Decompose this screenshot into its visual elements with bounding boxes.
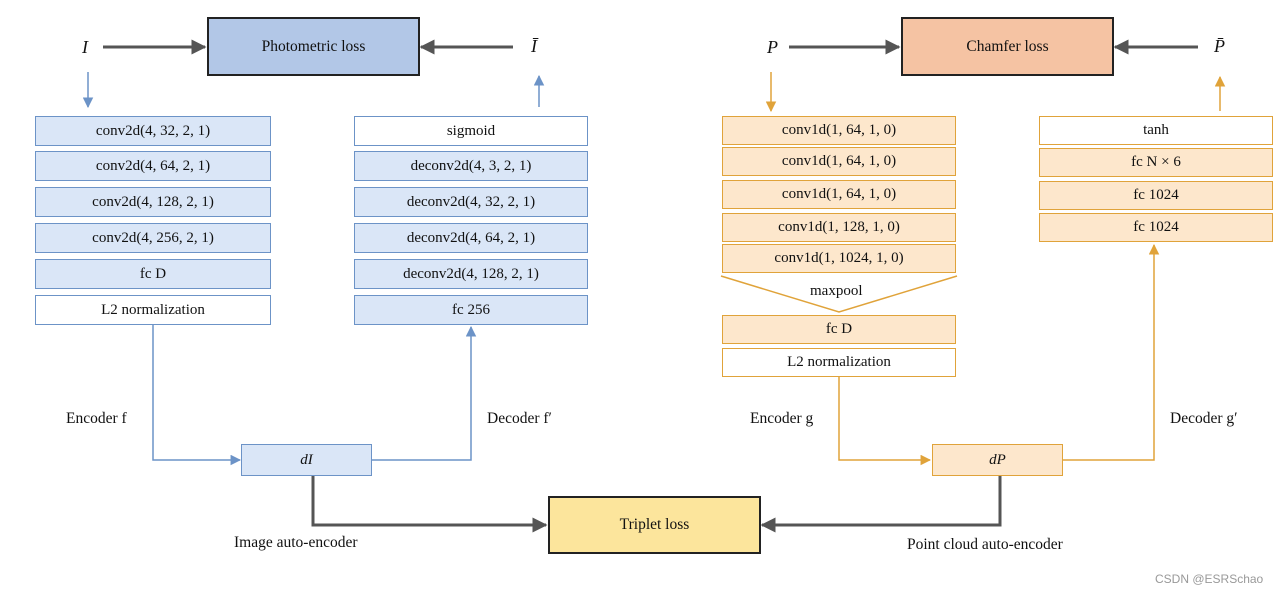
decoder-f-label: Decoder f′ <box>487 410 552 427</box>
encoder-f-layer-4: conv2d(4, 256, 2, 1) <box>35 223 271 253</box>
encoder-f-label: Encoder f <box>66 410 127 427</box>
wire-encoder-f-to-di <box>152 324 242 466</box>
encoder-g-layer-5: conv1d(1, 1024, 1, 0) <box>722 244 956 273</box>
decoder-f-layer-5: deconv2d(4, 128, 2, 1) <box>354 259 588 289</box>
decoder-g-label: Decoder g′ <box>1170 410 1238 427</box>
decoder-f-layer-6: fc 256 <box>354 295 588 325</box>
descriptor-di-box: dI <box>241 444 372 476</box>
encoder-f-layer-6: L2 normalization <box>35 295 271 325</box>
decoder-f-layer-2: deconv2d(4, 3, 2, 1) <box>354 151 588 181</box>
decoder-f-layer-4: deconv2d(4, 64, 2, 1) <box>354 223 588 253</box>
maxpool-funnel <box>720 275 958 313</box>
encoder-g-layer-3: conv1d(1, 64, 1, 0) <box>722 180 956 209</box>
encoder-f-layer-2: conv2d(4, 64, 2, 1) <box>35 151 271 181</box>
triplet-loss-box: Triplet loss <box>548 496 761 554</box>
pointcloud-input-symbol: P <box>767 37 778 57</box>
encoder-f-layer-5: fc D <box>35 259 271 289</box>
encoder-f-layer-1: conv2d(4, 32, 2, 1) <box>35 116 271 146</box>
decoder-f-layer-3: deconv2d(4, 32, 2, 1) <box>354 187 588 217</box>
pointcloud-autoencoder-label: Point cloud auto-encoder <box>907 536 1063 553</box>
descriptor-dp-box: dP <box>932 444 1063 476</box>
encoder-g-label: Encoder g <box>750 410 814 427</box>
encoder-g-l2-normalization: L2 normalization <box>722 348 956 377</box>
encoder-f-layer-3: conv2d(4, 128, 2, 1) <box>35 187 271 217</box>
decoder-g-layer-1: tanh <box>1039 116 1273 145</box>
decoder-f-layer-1: sigmoid <box>354 116 588 146</box>
encoder-g-layer-4: conv1d(1, 128, 1, 0) <box>722 213 956 242</box>
image-autoencoder-label: Image auto-encoder <box>234 534 358 551</box>
pointcloud-output-symbol: P̄ <box>1214 36 1225 56</box>
encoder-g-layer-1: conv1d(1, 64, 1, 0) <box>722 116 956 145</box>
wire-di-to-triplet <box>311 476 548 533</box>
decoder-g-layer-4: fc 1024 <box>1039 213 1273 242</box>
wire-dp-to-decoder-g <box>1063 243 1160 461</box>
wire-dp-to-triplet <box>760 476 1002 533</box>
chamfer-loss-box: Chamfer loss <box>901 17 1114 76</box>
wire-encoder-g-to-dp <box>838 377 932 466</box>
wire-di-to-decoder-f <box>372 325 477 461</box>
image-output-symbol: Ī <box>531 36 537 56</box>
encoder-g-layer-2: conv1d(1, 64, 1, 0) <box>722 147 956 176</box>
image-input-symbol: I <box>82 37 88 57</box>
encoder-g-fc-d: fc D <box>722 315 956 344</box>
photometric-loss-box: Photometric loss <box>207 17 420 76</box>
maxpool-label: maxpool <box>810 283 863 299</box>
decoder-g-layer-2: fc N × 6 <box>1039 148 1273 177</box>
decoder-g-layer-3: fc 1024 <box>1039 181 1273 210</box>
watermark: CSDN @ESRSchao <box>1155 572 1264 586</box>
